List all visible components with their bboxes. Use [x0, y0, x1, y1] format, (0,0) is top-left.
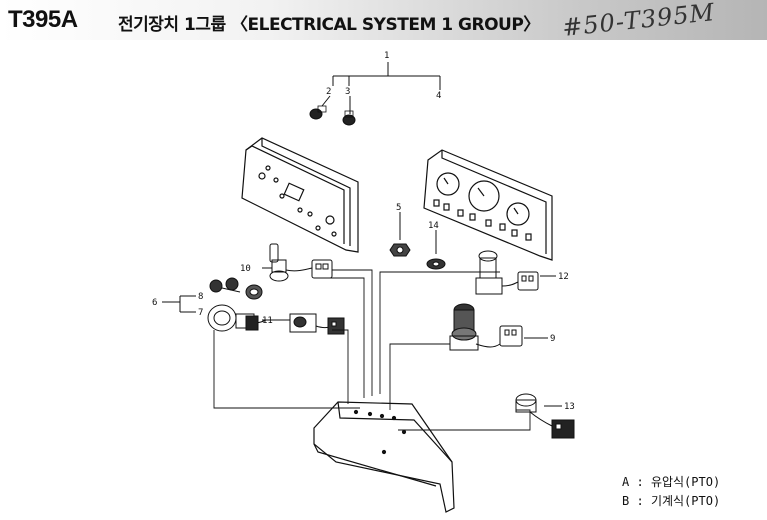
toggle-switch-part-10 [269, 243, 333, 282]
washer-part-14 [426, 258, 446, 270]
key-part-8 [209, 277, 241, 293]
switch-part-12 [475, 250, 539, 295]
solenoid-part-9 [449, 303, 523, 351]
callout-1: 1 [384, 51, 389, 61]
callout-10: 10 [240, 264, 251, 274]
callout-9: 9 [550, 334, 555, 344]
callout-bracket-6 [162, 295, 196, 313]
callout-4: 4 [436, 91, 441, 101]
callout-8: 8 [198, 292, 203, 302]
key-cap-ring [245, 284, 263, 300]
callout-3: 3 [345, 87, 350, 97]
right-instrument-panel [423, 149, 553, 261]
legend-row-a: A : 유압식(PTO) [622, 473, 720, 490]
nut-part-5 [389, 243, 411, 257]
sender-part-13 [515, 393, 575, 439]
page-title: 전기장치 1그룹 〈ELECTRICAL SYSTEM 1 GROUP〉 [118, 15, 540, 35]
legend-sep-b: : [636, 494, 644, 508]
legend-row-b: B : 기계식(PTO) [622, 492, 720, 509]
legend-text-a: 유압식(PTO) [650, 475, 721, 489]
key-switch-part-7 [207, 304, 267, 332]
callout-12: 12 [558, 272, 569, 282]
callout-13: 13 [564, 402, 575, 412]
electrical-parts-diagram: 1 2 3 4 5 6 7 8 9 10 11 12 13 14 [152, 51, 575, 513]
callout-2: 2 [326, 87, 331, 97]
callout-7: 7 [198, 308, 203, 318]
switch-part-11 [289, 313, 345, 335]
callout-leader-1 [321, 62, 441, 114]
mounting-bracket [313, 401, 455, 513]
title-bar: T395A 전기장치 1그룹 〈ELECTRICAL SYSTEM 1 GROU… [0, 0, 767, 42]
callout-11: 11 [262, 316, 273, 326]
callout-6: 6 [152, 298, 157, 308]
legend-text-b: 기계식(PTO) [650, 494, 721, 508]
wiring-harness [213, 269, 531, 431]
model-number: T395A [8, 6, 78, 33]
legend-sep-a: : [636, 475, 644, 489]
bulb-part-3 [342, 110, 356, 126]
callout-14: 14 [428, 221, 439, 231]
bulb-part-2 [309, 105, 327, 120]
callout-5: 5 [396, 203, 401, 213]
legend-key-a: A [622, 475, 630, 489]
left-instrument-panel [241, 137, 359, 253]
handwritten-note: #50-T395M [560, 0, 717, 42]
legend-key-b: B [622, 494, 630, 508]
